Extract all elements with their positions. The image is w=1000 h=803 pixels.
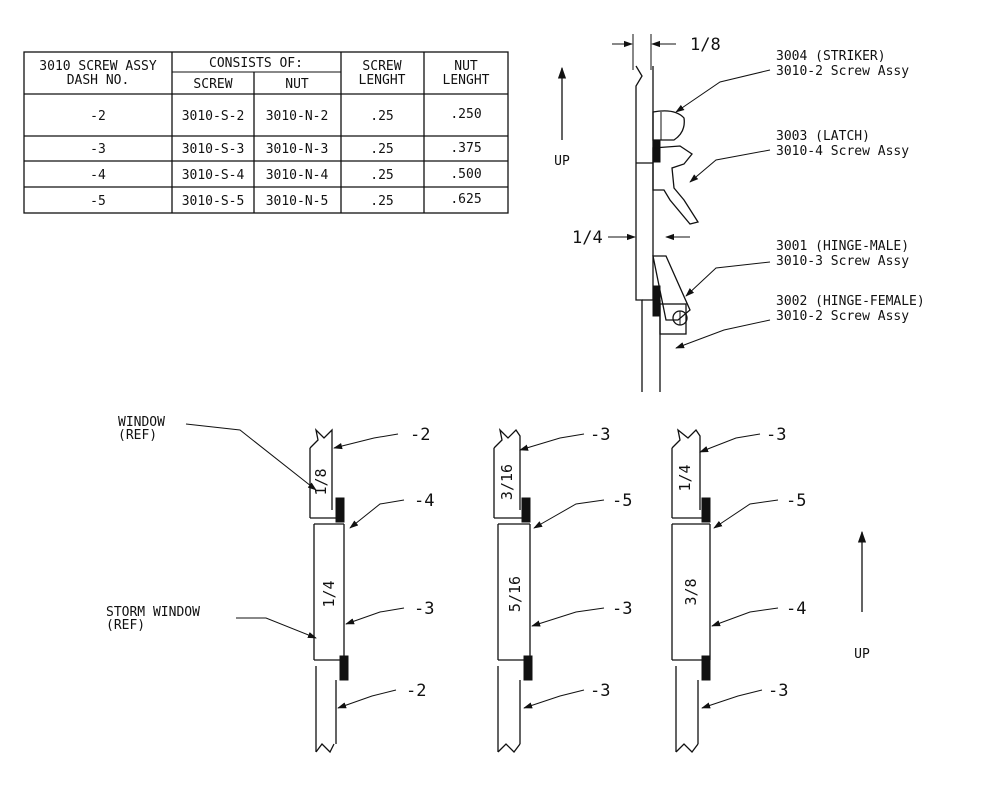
hinge-male-part <box>652 255 691 321</box>
dash-label: -3 <box>612 599 632 619</box>
storm-window-ref-1: STORM WINDOW <box>106 605 200 620</box>
section-2: 3/16 5/16 -3 -5 -3 -3 <box>493 425 632 753</box>
cell-dash: -5 <box>90 194 106 209</box>
window-ref-2: (REF) <box>118 428 157 443</box>
cell-dash: -2 <box>90 109 106 124</box>
dash-label: -2 <box>410 425 430 445</box>
cell-nut-length: .625 <box>450 192 481 207</box>
dash-label: -3 <box>590 425 610 445</box>
cell-nut-length: .500 <box>450 167 481 182</box>
hinge-female-part <box>659 303 687 335</box>
th-screw-length-1: SCREW <box>362 59 401 74</box>
screw-nut <box>335 497 345 523</box>
cell-screw-length: .25 <box>370 194 393 209</box>
up-label: UP <box>554 154 570 169</box>
striker-part <box>652 110 685 141</box>
cell-screw-length: .25 <box>370 168 393 183</box>
th-nut-length-2: LENGHT <box>443 73 490 88</box>
mid-dim: 5/16 <box>506 576 524 612</box>
up-label: UP <box>854 647 870 662</box>
th-nut: NUT <box>285 77 309 92</box>
screw-nut <box>339 655 349 681</box>
hinge-nut <box>652 285 661 317</box>
callout-hinge-female-assy: 3010-2 Screw Assy <box>776 309 909 324</box>
cell-screw: 3010-S-4 <box>182 168 245 183</box>
screw-nut <box>523 655 533 681</box>
cell-screw-length: .25 <box>370 142 393 157</box>
striker-nut <box>652 139 661 163</box>
th-screw-length-2: LENGHT <box>359 73 406 88</box>
th-nut-length-1: NUT <box>454 59 478 74</box>
th-screw: SCREW <box>193 77 232 92</box>
window-ref-1: WINDOW <box>118 415 165 430</box>
cell-screw: 3010-S-2 <box>182 109 245 124</box>
section-1: 1/8 1/4 -2 -4 -3 -2 <box>309 425 434 754</box>
dash-label: -3 <box>768 681 788 701</box>
latch-part <box>652 145 700 225</box>
callout-hinge-male-assy: 3010-3 Screw Assy <box>776 254 909 269</box>
top-assembly: UP 1/8 1/4 3004 <box>554 34 925 392</box>
dim-side: 1/4 <box>572 228 603 248</box>
callout-striker-assy: 3010-2 Screw Assy <box>776 64 909 79</box>
cell-nut: 3010-N-4 <box>266 168 329 183</box>
storm-window-ref-2: (REF) <box>106 618 145 633</box>
bottom-sections: WINDOW (REF) STORM WINDOW (REF) UP 1/8 1… <box>106 415 870 754</box>
callout-hinge-male-part: 3001 (HINGE-MALE) <box>776 239 909 254</box>
cell-screw: 3010-S-3 <box>182 142 245 157</box>
dash-label: -5 <box>786 491 806 511</box>
cell-nut-length: .375 <box>450 141 481 156</box>
dim-top: 1/8 <box>690 35 721 55</box>
cell-dash: -4 <box>90 168 106 183</box>
cell-screw: 3010-S-5 <box>182 194 245 209</box>
top-dim: 3/16 <box>498 464 516 500</box>
dash-label: -2 <box>406 681 426 701</box>
cell-nut: 3010-N-2 <box>266 109 329 124</box>
screw-nut <box>701 497 711 523</box>
dash-label: -4 <box>786 599 806 619</box>
dash-label: -5 <box>612 491 632 511</box>
screw-nut <box>701 655 711 681</box>
dash-label: -3 <box>590 681 610 701</box>
screw-nut <box>521 497 531 523</box>
cell-screw-length: .25 <box>370 109 393 124</box>
callout-latch-assy: 3010-4 Screw Assy <box>776 144 909 159</box>
top-dim: 1/8 <box>312 468 330 495</box>
dash-label: -4 <box>414 491 434 511</box>
callout-hinge-female-part: 3002 (HINGE-FEMALE) <box>776 294 925 309</box>
th-consists: CONSISTS OF: <box>209 56 303 71</box>
cell-nut: 3010-N-3 <box>266 142 329 157</box>
frame-outline <box>635 65 643 392</box>
th-assy-1: 3010 SCREW ASSY <box>39 59 157 74</box>
cell-dash: -3 <box>90 142 106 157</box>
dash-label: -3 <box>414 599 434 619</box>
top-dim: 1/4 <box>676 464 694 491</box>
section-3: 1/4 3/8 -3 -5 -4 -3 <box>671 425 806 753</box>
callout-striker-part: 3004 (STRIKER) <box>776 49 886 64</box>
callout-latch-part: 3003 (LATCH) <box>776 129 870 144</box>
cell-nut-length: .250 <box>450 107 481 122</box>
screw-assy-table: 3010 SCREW ASSY DASH NO. CONSISTS OF: SC… <box>23 51 509 214</box>
mid-dim: 1/4 <box>320 580 338 607</box>
mid-dim: 3/8 <box>682 578 700 605</box>
dash-label: -3 <box>766 425 786 445</box>
th-assy-2: DASH NO. <box>67 73 130 88</box>
cell-nut: 3010-N-5 <box>266 194 329 209</box>
